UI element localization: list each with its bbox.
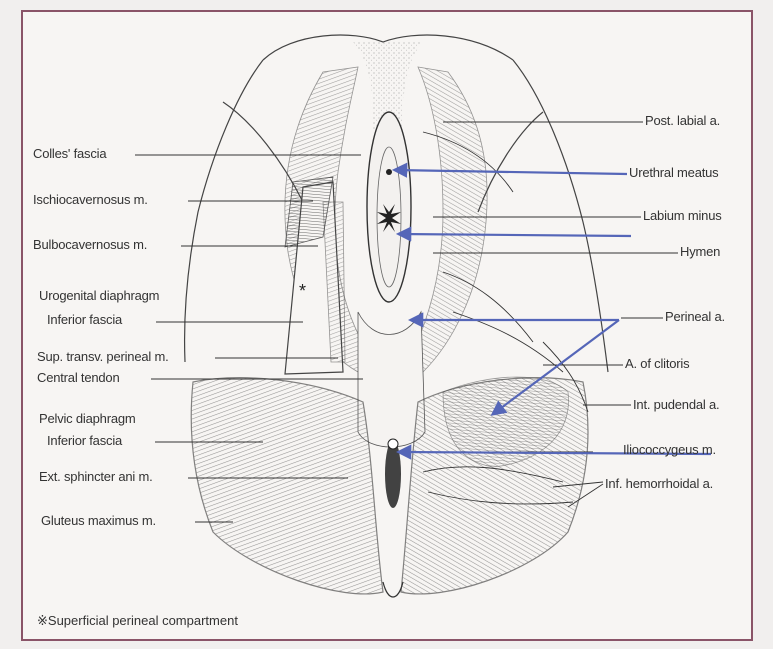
label-inf-hemorrhoidal: Inf. hemorrhoidal a. xyxy=(605,476,714,491)
label-iliococcygeus: Iliococcygeus m. xyxy=(623,442,716,457)
leader-lines-left xyxy=(135,154,363,523)
label-gluteus-maximus: Gluteus maximus m. xyxy=(41,513,156,528)
leader-lines-right xyxy=(433,121,678,508)
label-urethral-meatus: Urethral meatus xyxy=(629,165,719,180)
label-colles-fascia: Colles' fascia xyxy=(33,146,107,161)
label-bulbocavernosus: Bulbocavernosus m. xyxy=(33,237,148,252)
coccyx xyxy=(382,581,404,598)
urethral-meatus-mark xyxy=(386,169,392,175)
label-sup-transv-perineal: Sup. transv. perineal m. xyxy=(37,349,169,364)
mons-shading xyxy=(353,42,423,132)
figure-frame: * xyxy=(21,10,753,641)
label-pelvic-diaphragm: Pelvic diaphragm xyxy=(39,411,136,426)
vestibule xyxy=(366,111,412,303)
label-ext-sphincter-ani: Ext. sphincter ani m. xyxy=(39,469,153,484)
label-pelvic-inferior-fascia: Inferior fascia xyxy=(47,433,123,448)
label-urogenital-diaphragm: Urogenital diaphragm xyxy=(39,288,160,303)
arrow-hymen xyxy=(395,226,632,242)
anus xyxy=(385,440,401,508)
compartment-asterisk: * xyxy=(299,281,306,301)
arrow-iliococcygeus xyxy=(395,444,712,460)
perineum-illustration: * xyxy=(135,34,712,598)
label-central-tendon: Central tendon xyxy=(37,370,120,385)
arrow-perineal-a-lower xyxy=(490,319,620,416)
iliococcygeus-muscle xyxy=(442,376,569,468)
arterial-branches xyxy=(422,131,589,505)
label-a-of-clitoris: A. of clitoris xyxy=(625,356,690,371)
footnote: ※Superficial perineal compartment xyxy=(37,613,238,628)
label-urogenital-inferior-fascia: Inferior fascia xyxy=(47,312,123,327)
label-labium-minus: Labium minus xyxy=(643,208,722,223)
arrow-urethral-meatus xyxy=(391,162,628,178)
label-int-pudendal: Int. pudendal a. xyxy=(633,397,720,412)
annotation-arrows xyxy=(391,162,712,460)
left-gluteal-region xyxy=(190,377,384,595)
label-ischiocavernosus: Ischiocavernosus m. xyxy=(33,192,148,207)
bulbocavernosus-muscle xyxy=(322,201,346,363)
ischiocavernosus-muscle xyxy=(284,176,334,248)
vestibule-inner xyxy=(376,146,402,288)
anal-opening xyxy=(387,438,399,450)
label-perineal-a: Perineal a. xyxy=(665,309,725,324)
label-hymen: Hymen xyxy=(680,244,721,259)
hymen-shape xyxy=(377,204,401,232)
label-post-labial: Post. labial a. xyxy=(645,113,721,128)
